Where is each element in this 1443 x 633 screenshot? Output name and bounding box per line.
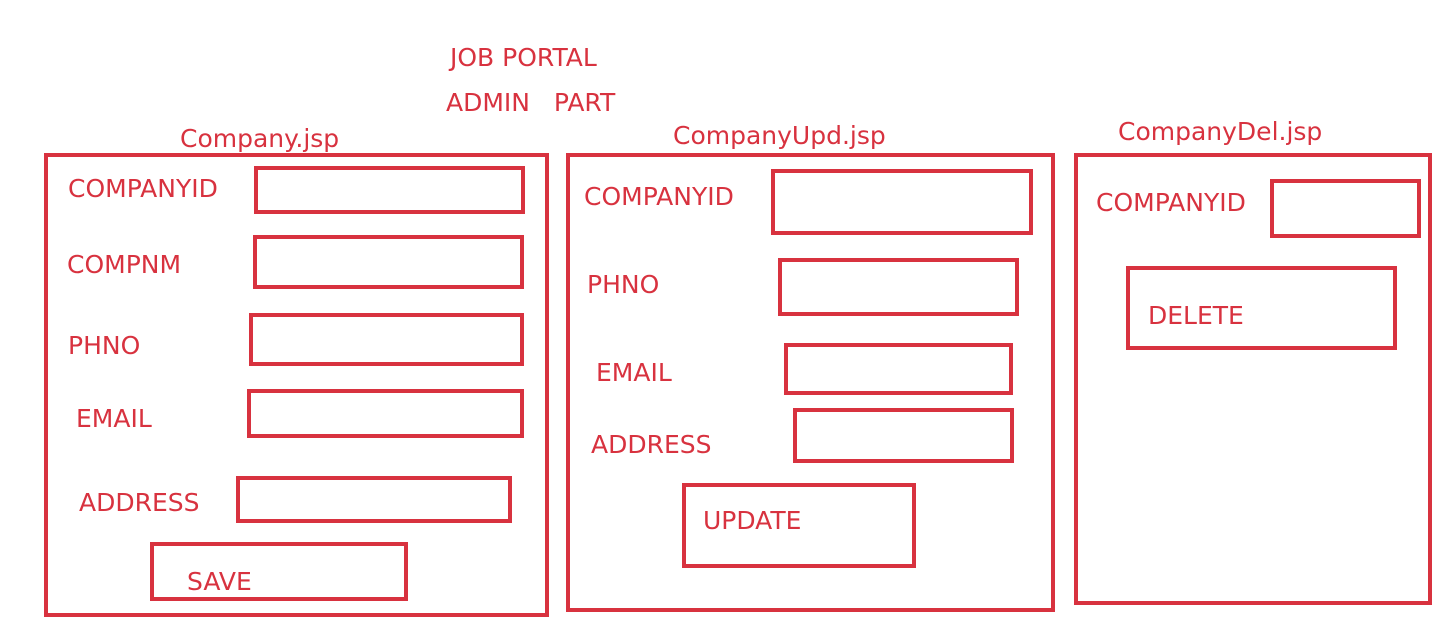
company-del-form-frame bbox=[1074, 153, 1432, 605]
company-upd-address-label: ADDRESS bbox=[591, 430, 712, 459]
company-email-label: EMAIL bbox=[76, 404, 152, 433]
company-form-frame bbox=[44, 153, 549, 617]
company-upd-phno-label: PHNO bbox=[587, 270, 660, 299]
delete-button[interactable]: DELETE bbox=[1126, 266, 1397, 350]
delete-button-label: DELETE bbox=[1148, 301, 1244, 330]
company-companyid-label: COMPANYID bbox=[68, 174, 218, 203]
company-compnm-label: COMPNM bbox=[67, 250, 182, 279]
company-upd-address-input[interactable] bbox=[793, 408, 1014, 463]
company-upd-phno-input[interactable] bbox=[778, 258, 1019, 316]
diagram-subtitle: ADMIN PART bbox=[446, 88, 616, 117]
company-email-input[interactable] bbox=[247, 389, 524, 438]
company-address-label: ADDRESS bbox=[79, 488, 200, 517]
company-address-input[interactable] bbox=[236, 476, 512, 523]
company-del-companyid-input[interactable] bbox=[1270, 179, 1421, 238]
company-upd-companyid-input[interactable] bbox=[771, 169, 1033, 235]
company-upd-email-input[interactable] bbox=[784, 343, 1013, 395]
update-button-label: UPDATE bbox=[703, 506, 802, 535]
company-page-label: Company.jsp bbox=[180, 124, 340, 153]
company-upd-form-frame bbox=[566, 153, 1055, 612]
company-companyid-input[interactable] bbox=[254, 166, 525, 214]
save-button-label: SAVE bbox=[187, 567, 252, 596]
company-phno-label: PHNO bbox=[68, 331, 141, 360]
diagram-title: JOB PORTAL bbox=[450, 43, 597, 72]
company-phno-input[interactable] bbox=[249, 313, 524, 366]
company-upd-email-label: EMAIL bbox=[596, 358, 672, 387]
company-del-page-label: CompanyDel.jsp bbox=[1118, 117, 1323, 146]
save-button[interactable]: SAVE bbox=[150, 542, 408, 601]
update-button[interactable]: UPDATE bbox=[682, 483, 916, 568]
company-upd-companyid-label: COMPANYID bbox=[584, 182, 734, 211]
company-del-companyid-label: COMPANYID bbox=[1096, 188, 1246, 217]
company-upd-page-label: CompanyUpd.jsp bbox=[673, 121, 886, 150]
company-compnm-input[interactable] bbox=[253, 235, 524, 289]
